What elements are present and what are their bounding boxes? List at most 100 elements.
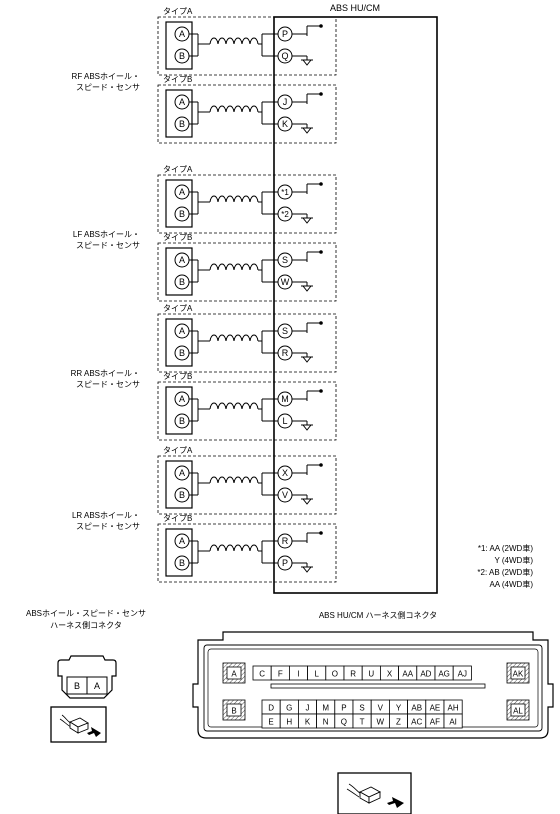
lr-type-a-circuit: タイプA A B X V — [157, 446, 337, 515]
sensor-pin-b: B — [179, 277, 185, 287]
sensor-connector-body — [57, 655, 117, 699]
hucm-pin-z: Z — [396, 718, 401, 727]
sensor-pin-b: B — [179, 119, 185, 129]
hucm-pin-h: H — [286, 718, 292, 727]
hucm-pin-ah: AH — [448, 704, 459, 713]
module-pin-1: J — [283, 97, 288, 107]
hucm-pin-ae: AE — [430, 704, 441, 713]
sensor-pin-a: A — [179, 187, 185, 197]
module-pin-1: X — [282, 468, 288, 478]
hucm-pin-ag: AG — [438, 670, 450, 679]
module-pin-1: S — [282, 255, 288, 265]
note-line-3: *2: AB (2WD車) — [477, 567, 533, 577]
note-line-1: *1: AA (2WD車) — [478, 543, 533, 553]
hucm-pin-p: P — [341, 704, 346, 713]
sensor-name-line-2: スピード・センサ — [76, 522, 140, 531]
hucm-pin-t: T — [360, 718, 365, 727]
type-label: タイプB — [163, 372, 192, 381]
sensor-pin-a: A — [179, 97, 185, 107]
module-pin-2: W — [281, 277, 290, 287]
hucm-pin-x: X — [387, 670, 393, 679]
sensor-pin-b: B — [179, 558, 185, 568]
module-pin-2: K — [282, 119, 288, 129]
hucm-pin-g: G — [286, 704, 292, 713]
module-pin-2: V — [282, 490, 288, 500]
sensor-pin-b: B — [179, 209, 185, 219]
hucm-pin-ad: AD — [420, 670, 431, 679]
hucm-pin-al: AL — [513, 707, 523, 716]
hucm-pin-q: Q — [341, 718, 347, 727]
hucm-pin-f: F — [278, 670, 283, 679]
sensor-name-line-1: LF ABSホイール・ — [73, 230, 140, 239]
sensor-name-line-2: スピード・センサ — [76, 83, 140, 92]
rf-type-b-circuit: タイプB A B J K — [157, 75, 337, 144]
module-pin-2: Q — [281, 51, 288, 61]
hucm-connector-title: ABS HU/CM ハーネス側コネクタ — [319, 610, 437, 620]
connector-view-icon-bottom — [337, 772, 412, 814]
sensor-name-line-1: RR ABSホイール・ — [71, 369, 140, 378]
sensor-pin-b: B — [179, 348, 185, 358]
hucm-pin-ac: AC — [411, 718, 422, 727]
hucm-pin-k: K — [305, 718, 311, 727]
sensor-pin-b: B — [179, 490, 185, 500]
hucm-pin-d: D — [268, 704, 274, 713]
sensor-harness-connector: ABSホイール・スピード・センサ ハーネス側コネクタ B A — [26, 609, 146, 743]
hucm-pin-v: V — [378, 704, 384, 713]
sensor-pin-a: A — [179, 536, 185, 546]
abs-hucm-module: ABS HU/CM — [273, 3, 438, 594]
connector-view-icon-left — [50, 706, 107, 743]
sensor-pin-b: B — [179, 51, 185, 61]
module-title: ABS HU/CM — [330, 3, 380, 13]
module-pin-2: *2 — [281, 210, 289, 219]
hucm-pin-aj: AJ — [458, 670, 467, 679]
sensor-name-line-1: LR ABSホイール・ — [72, 511, 140, 520]
hucm-pin-j: J — [306, 704, 310, 713]
type-label: タイプB — [163, 75, 192, 84]
note-line-2: Y (4WD車) — [494, 555, 533, 565]
hucm-pin-ai: AI — [449, 718, 457, 727]
hucm-pin-m: M — [322, 704, 329, 713]
sensor-group-rf: タイプA A B P Q タイプB A B J K RF ABSホイール・スピード・センサ — [72, 7, 337, 144]
sensor-pin-a: A — [179, 468, 185, 478]
module-pin-1: R — [282, 536, 289, 546]
module-pin-1: S — [282, 326, 288, 336]
module-pin-2: L — [282, 416, 287, 426]
hucm-pin-y: Y — [396, 704, 402, 713]
hucm-pin-r: R — [350, 670, 356, 679]
type-label: タイプA — [163, 304, 193, 313]
hucm-pin-o: O — [332, 670, 338, 679]
note-line-4: AA (4WD車) — [489, 579, 533, 589]
sensor-pin-a: A — [179, 29, 185, 39]
module-pin-1: P — [282, 29, 288, 39]
type-label: タイプA — [163, 165, 193, 174]
hucm-pin-c: C — [259, 670, 265, 679]
sensor-connector-title-2: ハーネス側コネクタ — [50, 620, 122, 630]
type-label: タイプB — [163, 514, 192, 523]
type-label: タイプA — [163, 7, 193, 16]
sensor-pin-b: B — [74, 681, 80, 691]
rf-type-a-circuit: タイプA A B P Q — [157, 7, 337, 76]
sensor-name-line-1: RF ABSホイール・ — [72, 72, 140, 81]
hucm-pin-b: B — [231, 707, 236, 716]
footnotes: *1: AA (2WD車) Y (4WD車) *2: AB (2WD車) AA … — [477, 543, 533, 589]
type-label: タイプA — [163, 446, 193, 455]
sensor-pin-a: A — [179, 255, 185, 265]
sensor-pin-a: A — [179, 326, 185, 336]
hucm-pin-ab: AB — [411, 704, 422, 713]
hucm-pin-af: AF — [430, 718, 440, 727]
hucm-pin-a: A — [231, 670, 237, 679]
hucm-pin-ak: AK — [513, 670, 524, 679]
hucm-pin-w: W — [377, 718, 385, 727]
lf-type-a-circuit: タイプA A B *1 *2 — [157, 165, 337, 234]
module-pin-1: *1 — [281, 188, 289, 197]
sensor-pin-b: B — [179, 416, 185, 426]
